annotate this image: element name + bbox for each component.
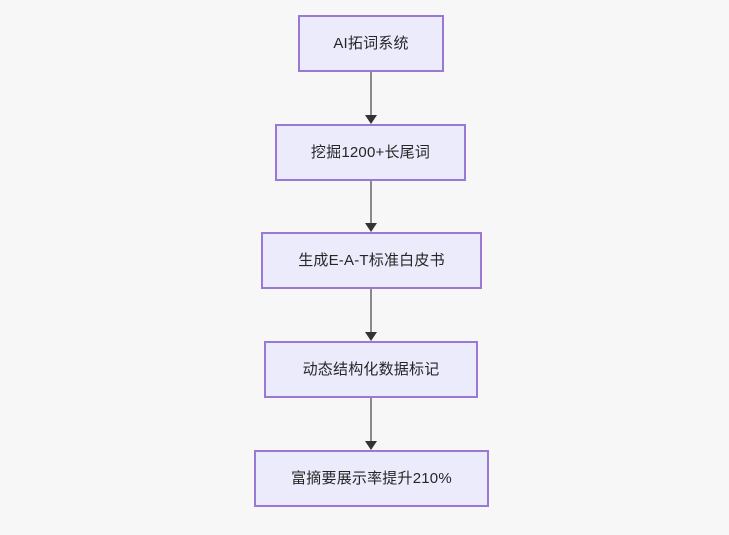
arrow-head-icon [365, 441, 377, 450]
flow-node-dynamic-structured-data-markup[interactable]: 动态结构化数据标记 [264, 341, 478, 398]
flow-connector-arrow-3 [365, 289, 377, 341]
connector-line [370, 181, 372, 224]
flow-connector-arrow-1 [365, 72, 377, 124]
flow-node-generate-eat-whitepaper[interactable]: 生成E-A-T标准白皮书 [261, 232, 482, 289]
arrow-head-icon [365, 223, 377, 232]
flow-connector-arrow-4 [365, 398, 377, 450]
flow-node-label: 生成E-A-T标准白皮书 [298, 251, 445, 269]
connector-line [370, 398, 372, 442]
flow-node-label: 动态结构化数据标记 [302, 360, 440, 378]
flow-node-rich-snippet-impression-lift[interactable]: 富摘要展示率提升210% [254, 450, 489, 507]
arrow-head-icon [365, 332, 377, 341]
connector-line [370, 72, 372, 116]
flow-node-label: 富摘要展示率提升210% [291, 469, 452, 487]
flow-node-label: AI拓词系统 [333, 34, 409, 52]
connector-line [370, 289, 372, 333]
arrow-head-icon [365, 115, 377, 124]
flow-connector-arrow-2 [365, 181, 377, 232]
flow-node-label: 挖掘1200+长尾词 [310, 143, 431, 161]
flow-node-ai-keyword-system[interactable]: AI拓词系统 [298, 15, 444, 72]
flow-node-mine-longtail-keywords[interactable]: 挖掘1200+长尾词 [275, 124, 466, 181]
